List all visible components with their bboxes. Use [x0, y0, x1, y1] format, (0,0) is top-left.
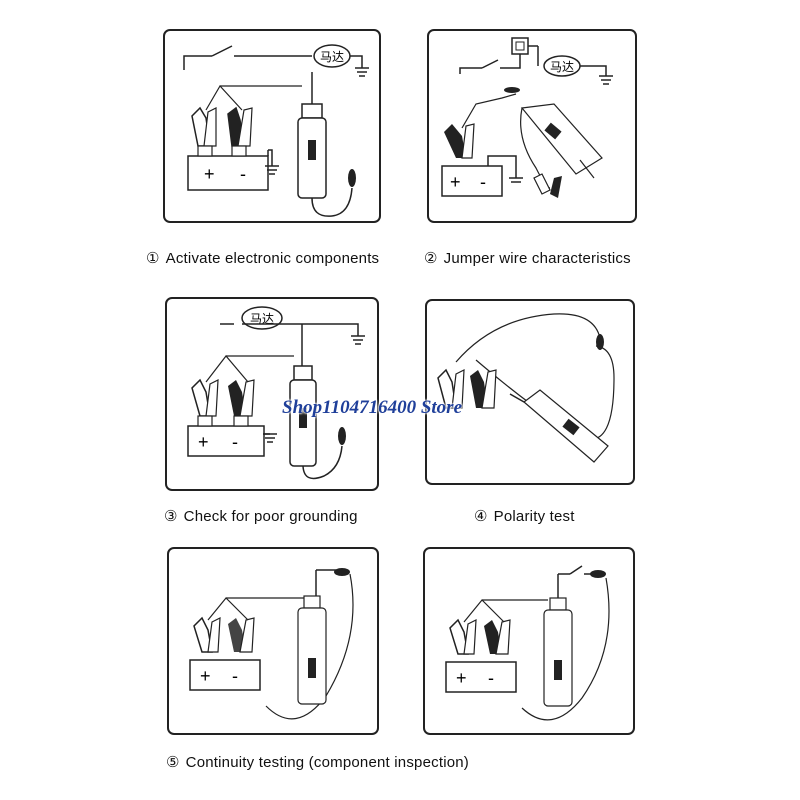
svg-text:+: +: [456, 668, 467, 688]
svg-text:-: -: [232, 666, 238, 686]
svg-text:+: +: [200, 666, 211, 686]
test-probe-icon: [543, 597, 573, 707]
clamp-icon: [228, 379, 255, 427]
watermark: Shop1104716400 Store: [282, 397, 463, 418]
svg-text:马达: 马达: [550, 60, 574, 74]
battery-icon: [445, 661, 517, 693]
test-probe-icon: [289, 365, 346, 480]
svg-text:+: +: [198, 432, 209, 452]
diagram-panel-4: [424, 298, 636, 486]
clamp-icon: [193, 616, 221, 653]
diagram-panel-6: + -: [422, 546, 636, 736]
clamp-icon: [437, 368, 465, 409]
svg-text:马达: 马达: [250, 312, 274, 326]
test-probe-icon: [297, 595, 327, 705]
clamp-icon: [484, 619, 511, 655]
diagram-panel-5: + -: [166, 546, 380, 736]
svg-text:-: -: [480, 172, 486, 192]
clamp-icon: [227, 106, 253, 157]
battery-icon: [187, 425, 265, 457]
clamp-icon: [444, 123, 475, 159]
test-probe-icon: [509, 389, 609, 463]
test-probe-icon: [520, 103, 603, 179]
diagram-panel-1: 马达 + -: [162, 28, 382, 224]
svg-text:-: -: [240, 164, 246, 184]
svg-text:+: +: [204, 164, 215, 184]
test-probe-icon: [297, 72, 356, 217]
clamp-icon: [533, 173, 562, 198]
motor-label: 马达: [320, 50, 344, 64]
battery-icon: [189, 659, 261, 691]
svg-text:-: -: [232, 432, 238, 452]
battery-icon: [441, 165, 503, 197]
clamp-icon: [449, 618, 477, 655]
diagram-panel-3: 马达 + -: [164, 296, 380, 492]
clamp-icon: [228, 617, 255, 653]
clamp-icon: [470, 369, 497, 409]
diagram-panel-2: 马达 + -: [426, 28, 638, 224]
svg-text:-: -: [488, 668, 494, 688]
clamp-icon: [191, 378, 219, 427]
battery-icon: [187, 155, 269, 191]
clamp-icon: [191, 106, 217, 157]
svg-text:+: +: [450, 172, 461, 192]
